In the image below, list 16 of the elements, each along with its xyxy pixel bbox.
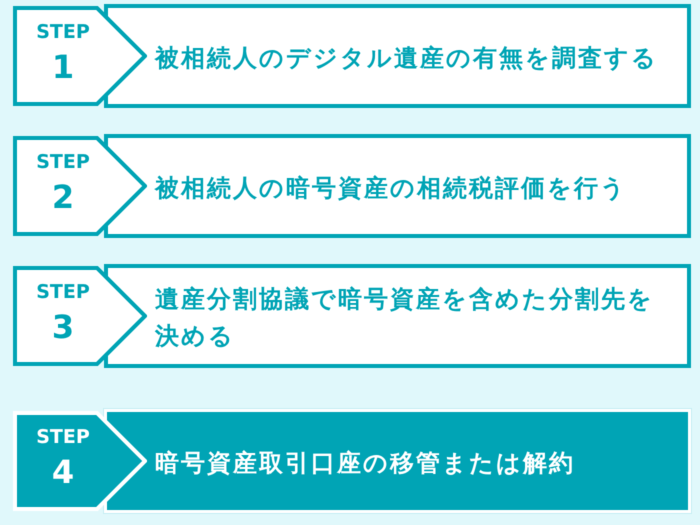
step-text: 被相続人の暗号資産の相続税評価を行う [155,172,627,204]
step-number: 1 [52,49,74,86]
step-chevron [13,411,147,511]
step-chevron [13,6,147,106]
step-label: STEP [36,426,90,448]
step-text: 遺産分割協議で暗号資産を含めた分割先を決める [155,284,655,352]
step-text: 被相続人のデジタル遺産の有無を調査する [155,42,658,74]
step-label: STEP [36,151,90,173]
step-label: STEP [36,281,90,303]
step-number: 4 [52,454,74,491]
step-chevron [13,266,147,366]
step-chevron [13,136,147,236]
step-number: 3 [52,309,74,346]
step-label: STEP [36,21,90,43]
step-number: 2 [52,179,74,216]
step-text: 暗号資産取引口座の移管または解約 [155,448,575,478]
